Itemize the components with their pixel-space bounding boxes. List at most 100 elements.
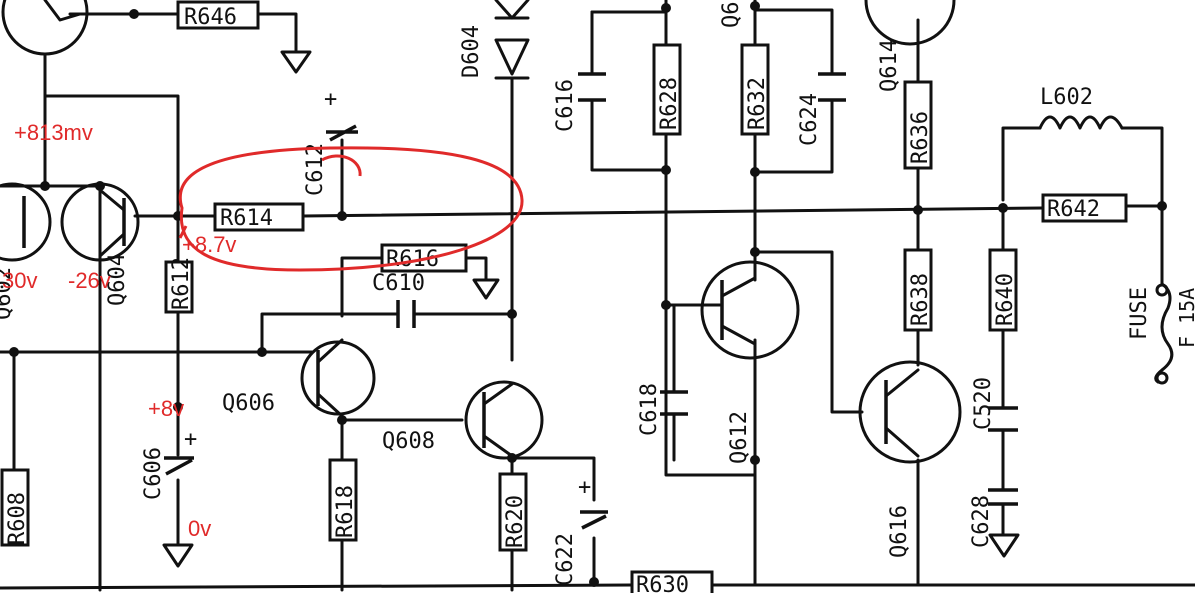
- label-r608: R608: [5, 492, 30, 545]
- label-c610: C610: [372, 271, 425, 296]
- label-q602: Q602: [0, 267, 16, 320]
- junction-dot: [913, 205, 923, 215]
- ground-r646: [280, 50, 312, 74]
- capacitor-c616: [578, 72, 606, 102]
- label-r636: R636: [908, 111, 933, 164]
- wire-q616-base: [753, 250, 864, 414]
- label-r630: R630: [636, 573, 689, 593]
- transistor-q612: [700, 260, 800, 360]
- highlight-circle: [178, 146, 524, 272]
- label-q608: Q608: [382, 429, 435, 454]
- junction-dot: [661, 165, 671, 175]
- capacitor-c628: [988, 488, 1018, 506]
- inductor-l602-coil: [1038, 115, 1124, 130]
- transistor-q606-leads: [316, 338, 344, 418]
- voltage-minus26v: -26v: [68, 268, 111, 293]
- wire-main-bus: [301, 206, 1045, 218]
- plus-c622: +: [578, 475, 591, 500]
- capacitor-c618: [660, 390, 688, 416]
- capacitor-c624: [818, 72, 846, 102]
- transistor-q602: [0, 182, 52, 262]
- junction-dot: [40, 181, 50, 191]
- label-c624: C624: [797, 93, 822, 146]
- junction-dot: [750, 167, 760, 177]
- voltage-813mv: +813mv: [14, 120, 93, 145]
- junction-dot: [589, 577, 599, 587]
- transistor-q608: [464, 380, 544, 460]
- transistor-q604-leads: [98, 188, 126, 258]
- junction-dot: [173, 402, 183, 412]
- wire-r646-ground: [256, 12, 298, 52]
- label-r618: R618: [333, 485, 358, 538]
- wire-c610-left: [260, 312, 400, 352]
- resistor-r632: [740, 43, 770, 136]
- resistor-r638: [903, 248, 933, 332]
- annotations: +813mv +8.7v 30v -26v +8v 0v: [2, 120, 524, 541]
- label-q604: Q604: [105, 253, 130, 306]
- diode-d604: D604: [459, 0, 530, 80]
- fuse-terminal-top: [1155, 283, 1169, 297]
- junction-dot: [337, 211, 347, 221]
- junction-dot: [661, 300, 671, 310]
- transistor-q604: [60, 182, 140, 262]
- annotation-tick: [178, 225, 188, 239]
- resistor-r612: [164, 260, 194, 314]
- capacitor-c610: [396, 300, 416, 328]
- label-d604: D604: [459, 25, 484, 78]
- transistor-q602-top-leads: [43, 0, 82, 22]
- voltage-8-7v: +8.7v: [182, 232, 236, 257]
- resistor-r646: [176, 0, 260, 30]
- junction-dot: [661, 3, 671, 13]
- label-l602: L602: [1040, 85, 1093, 110]
- capacitor-c612: [326, 124, 358, 142]
- ground-r616: [472, 278, 500, 300]
- junction-dot: [750, 247, 760, 257]
- transistor-q612-leads: [720, 276, 757, 346]
- label-r628: R628: [657, 77, 682, 130]
- resistor-r630: [630, 570, 714, 593]
- label-r640: R640: [993, 273, 1018, 326]
- label-r632: R632: [745, 77, 770, 130]
- wire-c616-top: [590, 10, 668, 47]
- junction-dot: [507, 309, 517, 319]
- wire-l602: [1001, 126, 1164, 208]
- wire-c622: [510, 456, 596, 582]
- label-r638: R638: [908, 273, 933, 326]
- transistor-q606: [300, 340, 376, 416]
- resistor-r628: [652, 43, 682, 136]
- junction-dot: [257, 347, 267, 357]
- junction-dot: [9, 347, 19, 357]
- resistor-r640: [988, 248, 1018, 332]
- label-q6-partial: Q6: [719, 2, 744, 29]
- label-r614: R614: [220, 206, 273, 231]
- voltage-8v: +8v: [148, 396, 184, 421]
- transistor-q616: [858, 360, 962, 464]
- inductor-l602: L602: [1038, 85, 1124, 130]
- label-r646: R646: [184, 5, 237, 30]
- resistor-r618: [328, 458, 358, 542]
- label-fuse-rating: F 15A: [1175, 288, 1195, 348]
- label-c628: C628: [969, 495, 994, 548]
- diode-d604-lower: [494, 38, 530, 80]
- transistor-q616-leads: [884, 368, 920, 458]
- transistors: Q604 Q602 Q606 Q608 Q612 Q614 Q616 Q6: [0, 0, 962, 558]
- fuse-symbol: [1154, 282, 1174, 384]
- junction-dot: [750, 455, 760, 465]
- wire-bottom-left: [0, 583, 634, 590]
- fuse: FUSE F 15A: [1127, 282, 1195, 385]
- capacitor-c622: [580, 510, 608, 530]
- wire-q602-to-r612: [43, 53, 180, 264]
- highlight-stroke: [321, 154, 362, 177]
- junction-dot: [129, 9, 139, 19]
- label-r642: R642: [1047, 197, 1100, 222]
- label-c622: C622: [553, 533, 578, 586]
- transistor-q602-top: [1, 0, 89, 56]
- label-r620: R620: [503, 495, 528, 548]
- capacitor-c606: [164, 456, 194, 476]
- junction-dot: [750, 1, 760, 11]
- label-q616: Q616: [887, 505, 912, 558]
- diode-d604-upper: [494, 0, 530, 20]
- capacitor-c520: [988, 406, 1018, 432]
